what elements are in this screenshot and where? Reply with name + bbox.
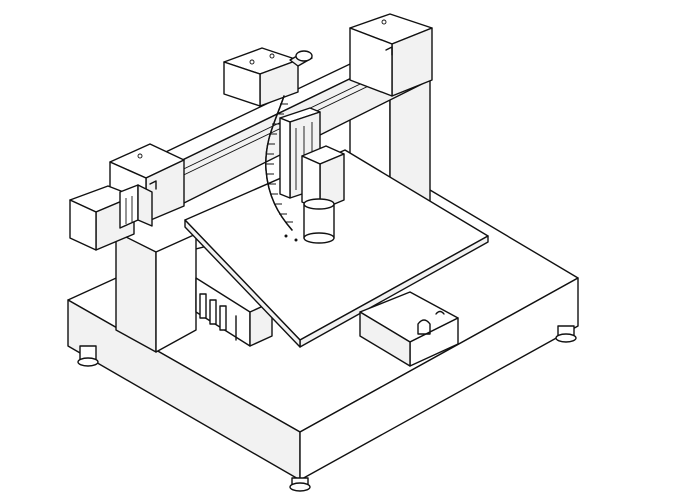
tool-head (301, 145, 345, 244)
x-axis-motor (69, 184, 153, 251)
work-table (184, 149, 489, 348)
leveling-feet (77, 325, 577, 492)
foot-left (77, 345, 99, 367)
left-column (115, 231, 197, 353)
y-axis-carriage (223, 47, 313, 107)
left-column-front (155, 233, 197, 353)
cable-drag-chain (265, 95, 298, 242)
table-support-bracket (359, 291, 459, 367)
table-left-edge (184, 219, 301, 348)
foot-right (555, 325, 577, 343)
rear-cap-block (349, 13, 433, 97)
left-column-side (115, 231, 157, 353)
foot-front (289, 477, 311, 492)
